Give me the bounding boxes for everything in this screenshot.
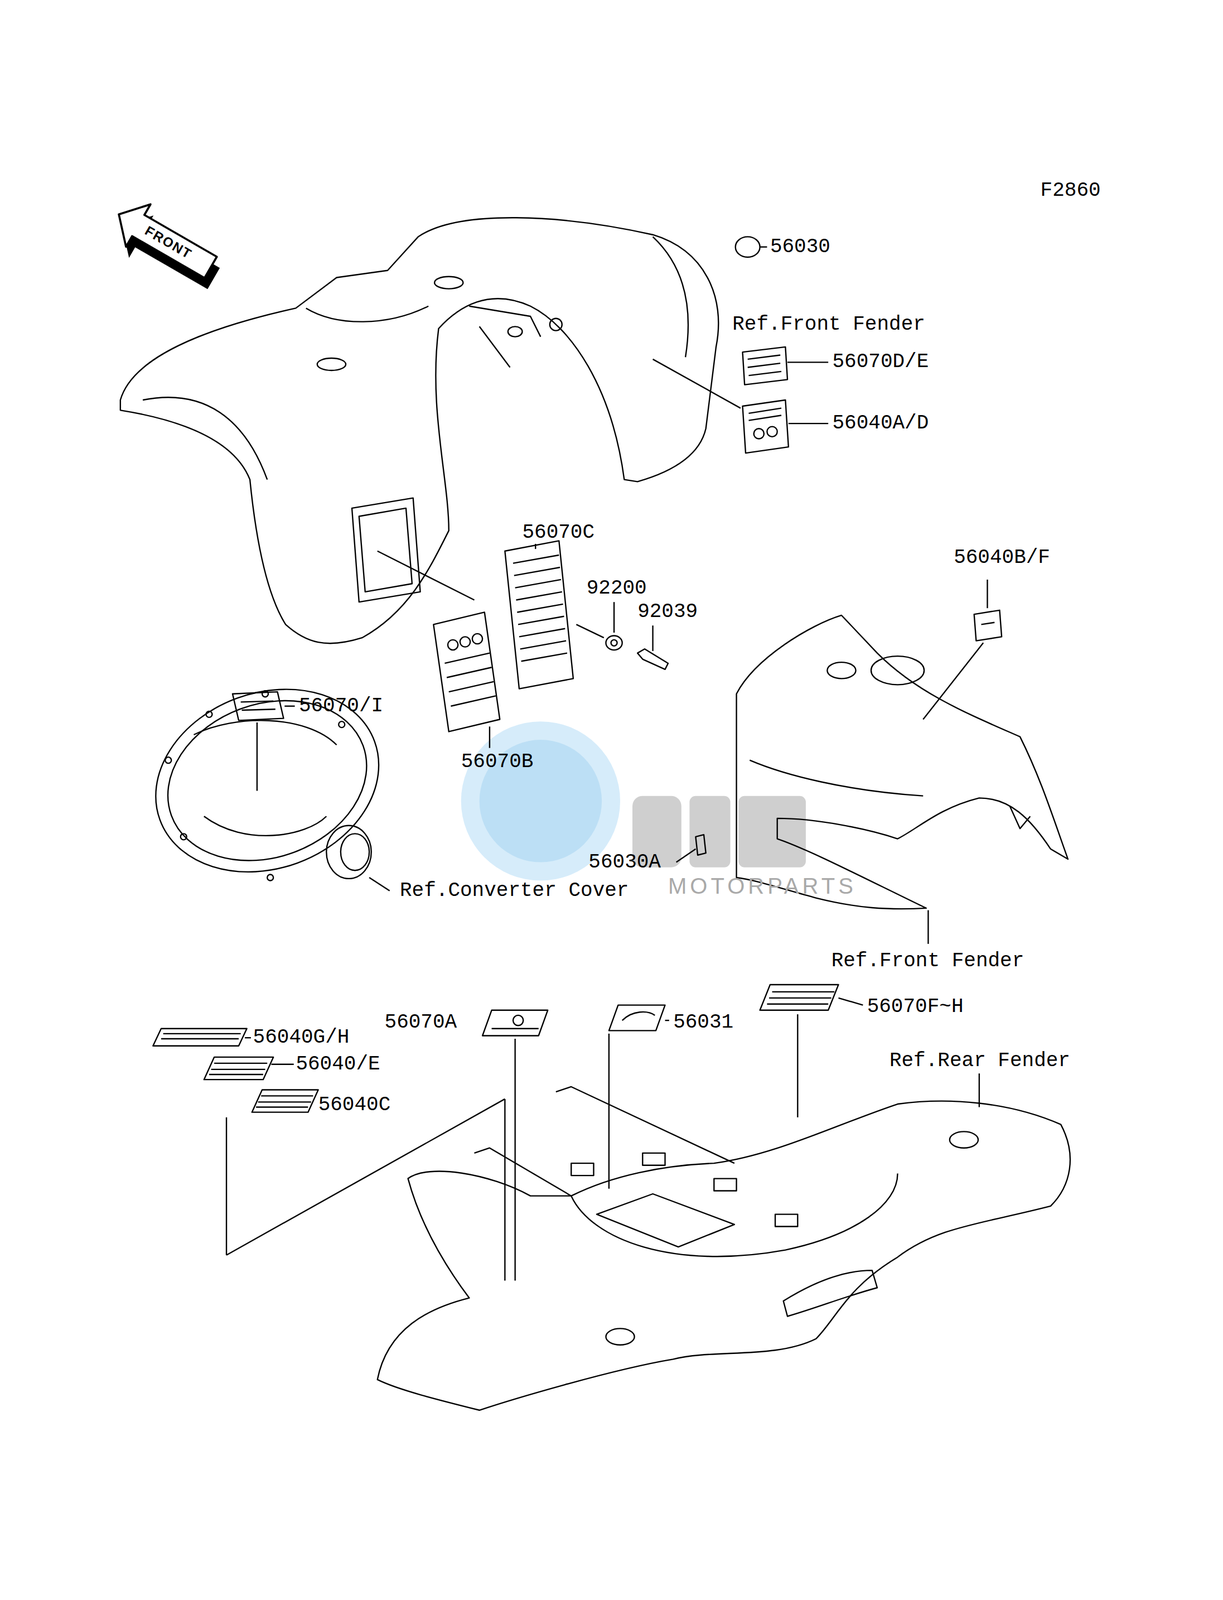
callout-number: 56040/E: [295, 1052, 380, 1076]
callout-number: 56030: [770, 235, 831, 259]
reference-label: Ref.Rear Fender: [889, 1049, 1071, 1072]
converter-cover-drawing: [129, 658, 405, 902]
watermark: MOTORPARTS: [668, 873, 857, 898]
decal-shapes: [152, 984, 980, 1280]
front-arrow: [102, 192, 231, 300]
callout-number: 56031: [673, 1011, 734, 1034]
callout-number: 56040A/D: [832, 412, 929, 435]
reference-label: Ref.Front Fender: [831, 949, 1025, 973]
callout-number: 56070D/E: [832, 351, 929, 374]
callout-number: 56070B: [461, 750, 534, 773]
callout-number: 92039: [637, 601, 698, 624]
callout-number: 56070F~H: [867, 995, 964, 1018]
callout-number: 56070C: [521, 521, 595, 544]
watermark-logo: [461, 721, 806, 881]
callout-number: 56070A: [384, 1011, 458, 1034]
callout-number: 56040G/H: [253, 1026, 350, 1049]
callout-number: 56040C: [318, 1093, 391, 1116]
callout-number: 56030A: [588, 851, 661, 874]
front-fender-drawing: [120, 217, 719, 644]
callout-number: 56070/I: [298, 694, 384, 718]
callout-number: 56040B/F: [953, 547, 1051, 570]
reference-label: Ref.Converter Cover: [399, 879, 629, 902]
rear-fender-drawing: [377, 1086, 1071, 1410]
figure-number: F2860: [1040, 179, 1101, 202]
callout-number: 92200: [586, 577, 647, 601]
reference-label: Ref.Front Fender: [732, 313, 926, 336]
